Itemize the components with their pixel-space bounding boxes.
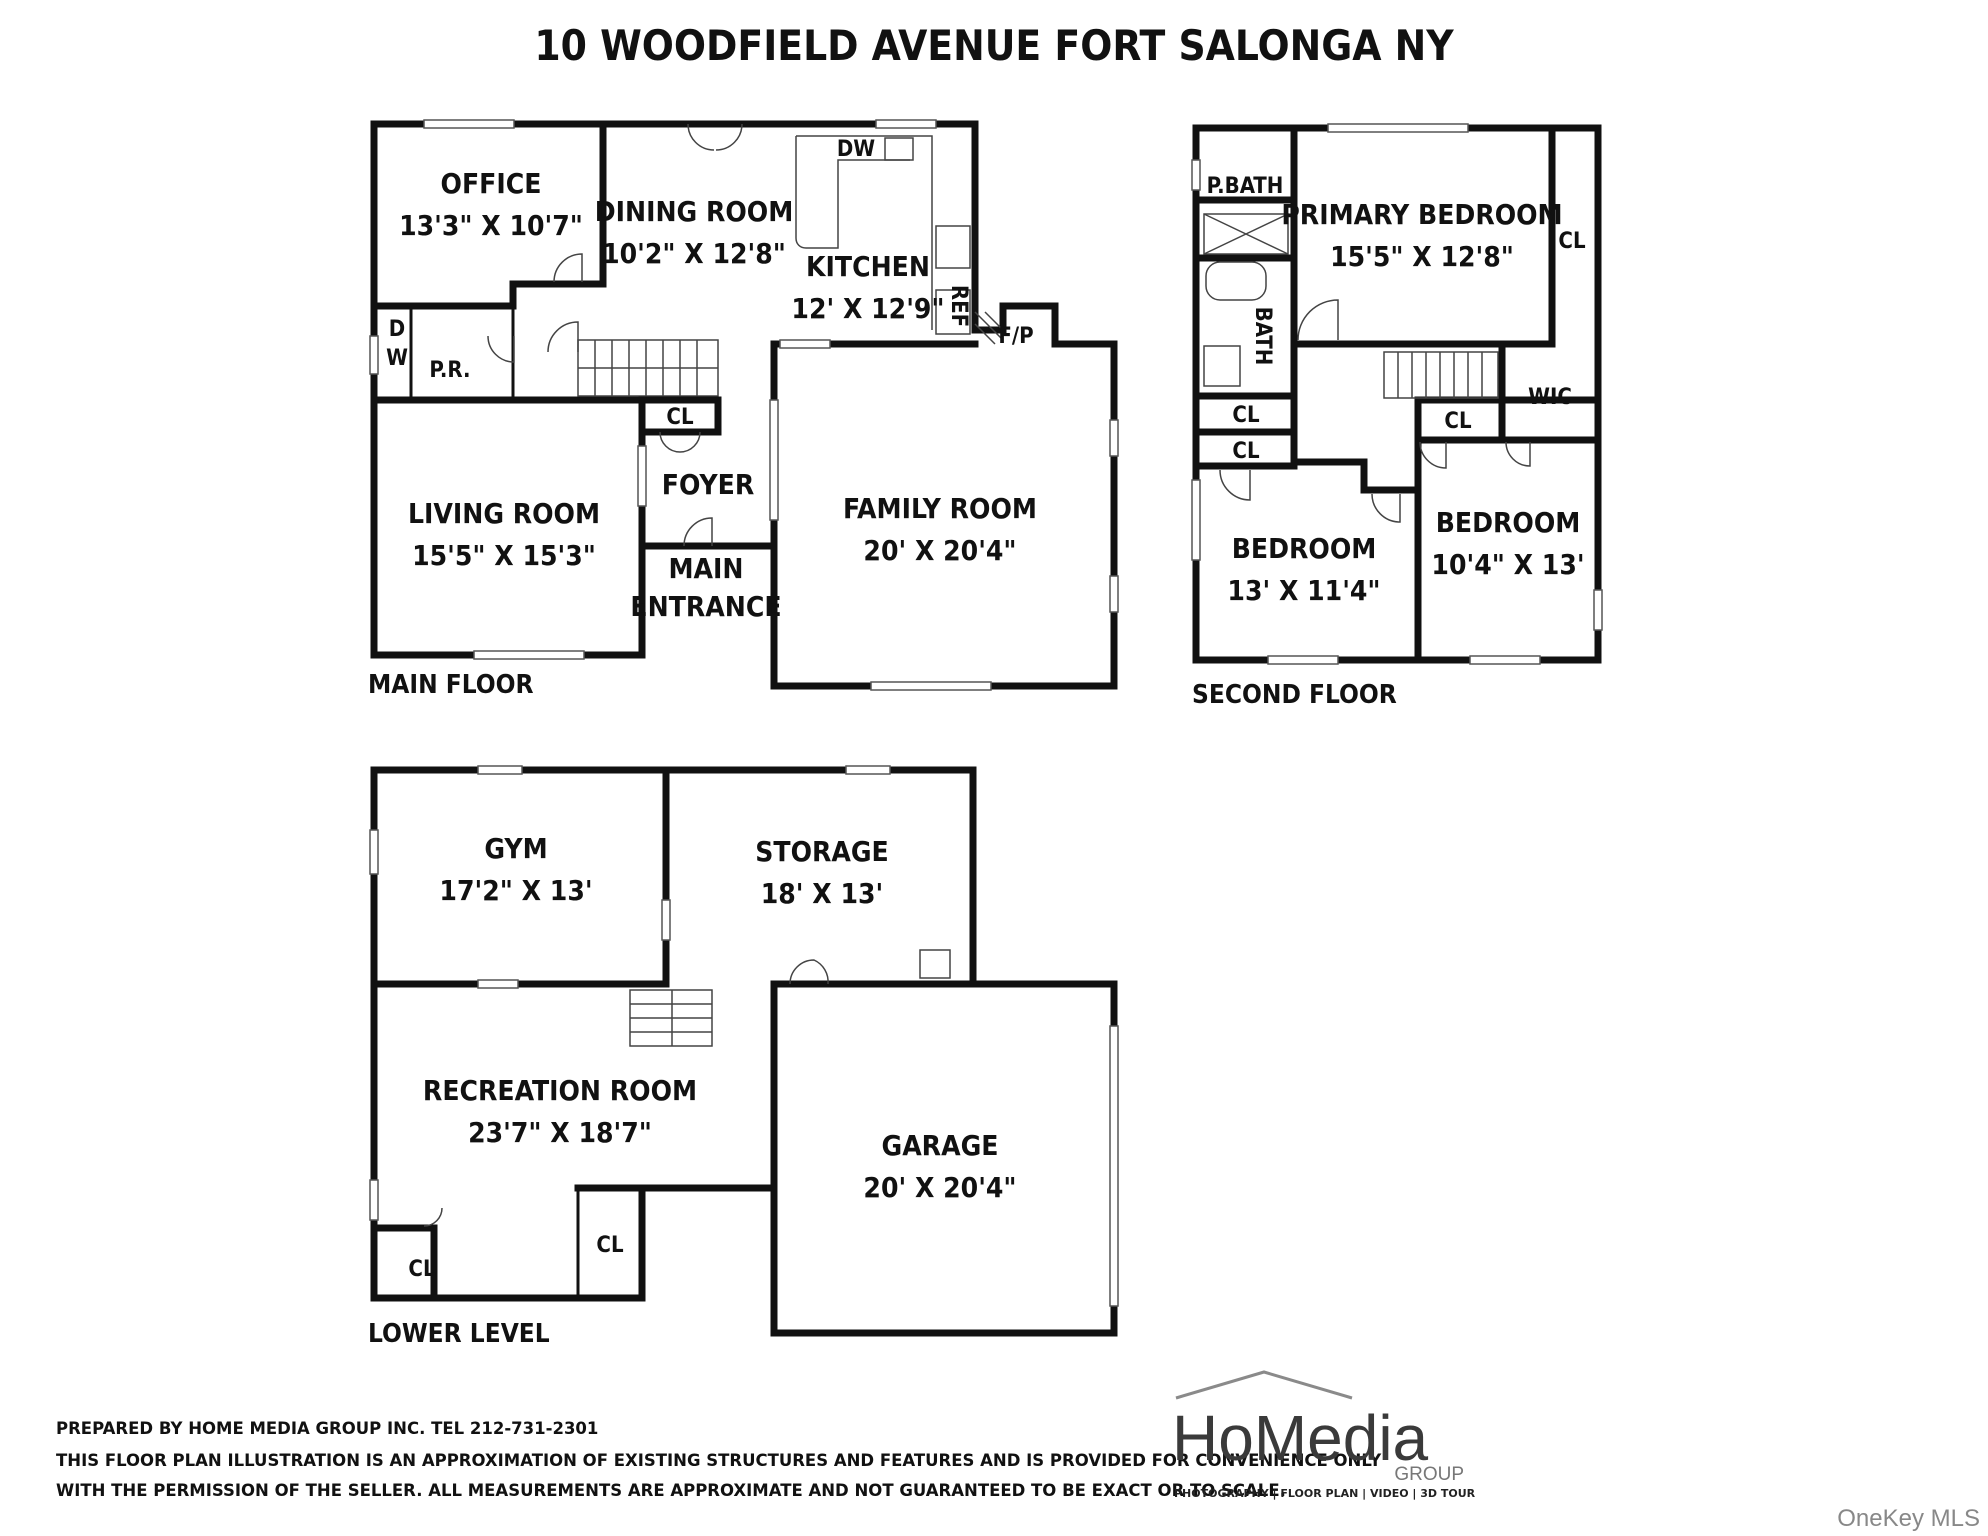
second-floor-plan xyxy=(1191,123,1603,665)
living-room-dims: 15'5" X 15'3" xyxy=(412,539,596,572)
lower-closet-right-label: CL xyxy=(596,1233,624,1258)
prepared-by-text: PREPARED BY HOME MEDIA GROUP INC. TEL 21… xyxy=(56,1419,598,1438)
dining-room-dims: 10'2" X 12'8" xyxy=(602,237,786,270)
office-dims: 13'3" X 10'7" xyxy=(399,209,583,242)
kitchen-dims: 12' X 12'9" xyxy=(791,292,944,325)
family-room-label: FAMILY ROOM xyxy=(843,492,1037,525)
main-floor-label: MAIN FLOOR xyxy=(368,670,534,700)
primary-bath-label: P.BATH xyxy=(1207,174,1284,199)
dw-label-w: W xyxy=(386,346,408,371)
storage-dims: 18' X 13' xyxy=(761,877,884,910)
bedroom-1-dims: 13' X 11'4" xyxy=(1227,574,1380,607)
logo-name: HoMedia xyxy=(1172,1402,1429,1474)
bedroom-2-dims: 10'4" X 13' xyxy=(1431,548,1584,581)
lower-closet-left-label: CL xyxy=(408,1257,436,1282)
closet-2-label: CL xyxy=(1232,439,1260,464)
family-room-dims: 20' X 20'4" xyxy=(863,534,1016,567)
garage-label: GARAGE xyxy=(882,1129,999,1162)
powder-room-label: P.R. xyxy=(429,358,470,383)
hall-closet-label: CL xyxy=(1444,409,1472,434)
walk-in-closet-label: WIC xyxy=(1528,385,1572,410)
bedroom-2-label: BEDROOM xyxy=(1436,506,1581,539)
closet-1-label: CL xyxy=(1232,403,1260,428)
dw-label-d: D xyxy=(389,317,405,342)
second-floor-label: SECOND FLOOR xyxy=(1192,680,1397,710)
gym-label: GYM xyxy=(484,832,547,865)
living-room-label: LIVING ROOM xyxy=(408,497,600,530)
kitchen-label: KITCHEN xyxy=(806,250,930,283)
primary-bedroom-dims: 15'5" X 12'8" xyxy=(1330,240,1514,273)
recreation-room-dims: 23'7" X 18'7" xyxy=(468,1116,652,1149)
refrigerator-label: REF xyxy=(946,285,971,327)
logo-group: GROUP xyxy=(1394,1464,1464,1485)
primary-bedroom-label: PRIMARY BEDROOM xyxy=(1281,198,1562,231)
logo-tagline: PHOTOGRAPHY | FLOOR PLAN | VIDEO | 3D TO… xyxy=(1174,1487,1476,1500)
office-label: OFFICE xyxy=(441,167,542,200)
lower-level-plan xyxy=(369,765,1119,1337)
main-entrance-label-1: MAIN xyxy=(668,552,743,585)
foyer-closet-label: CL xyxy=(666,405,694,430)
disclaimer-line-2: WITH THE PERMISSION OF THE SELLER. ALL M… xyxy=(56,1481,1286,1500)
bedroom-1-label: BEDROOM xyxy=(1232,532,1377,565)
garage-dims: 20' X 20'4" xyxy=(863,1171,1016,1204)
lower-level-label: LOWER LEVEL xyxy=(368,1319,550,1349)
foyer-label: FOYER xyxy=(662,468,754,501)
fireplace-label: F/P xyxy=(998,324,1033,349)
primary-closet-label: CL xyxy=(1558,229,1586,254)
dining-room-label: DINING ROOM xyxy=(595,195,794,228)
dishwasher-label: DW xyxy=(837,137,875,162)
recreation-room-label: RECREATION ROOM xyxy=(423,1074,697,1107)
gym-dims: 17'2" X 13' xyxy=(439,874,592,907)
homedia-logo: HoMedia GROUP PHOTOGRAPHY | FLOOR PLAN |… xyxy=(1172,1370,1476,1500)
disclaimer-line-1: THIS FLOOR PLAN ILLUSTRATION IS AN APPRO… xyxy=(56,1451,1382,1470)
main-floor-plan xyxy=(369,119,1119,691)
plan-title: 10 WOODFIELD AVENUE FORT SALONGA NY xyxy=(534,21,1454,70)
onekey-mls-watermark: OneKey MLS xyxy=(1837,1505,1980,1532)
bath-label: BATH xyxy=(1250,307,1275,366)
main-entrance-label-2: ENTRANCE xyxy=(630,590,781,623)
storage-label: STORAGE xyxy=(755,835,889,868)
